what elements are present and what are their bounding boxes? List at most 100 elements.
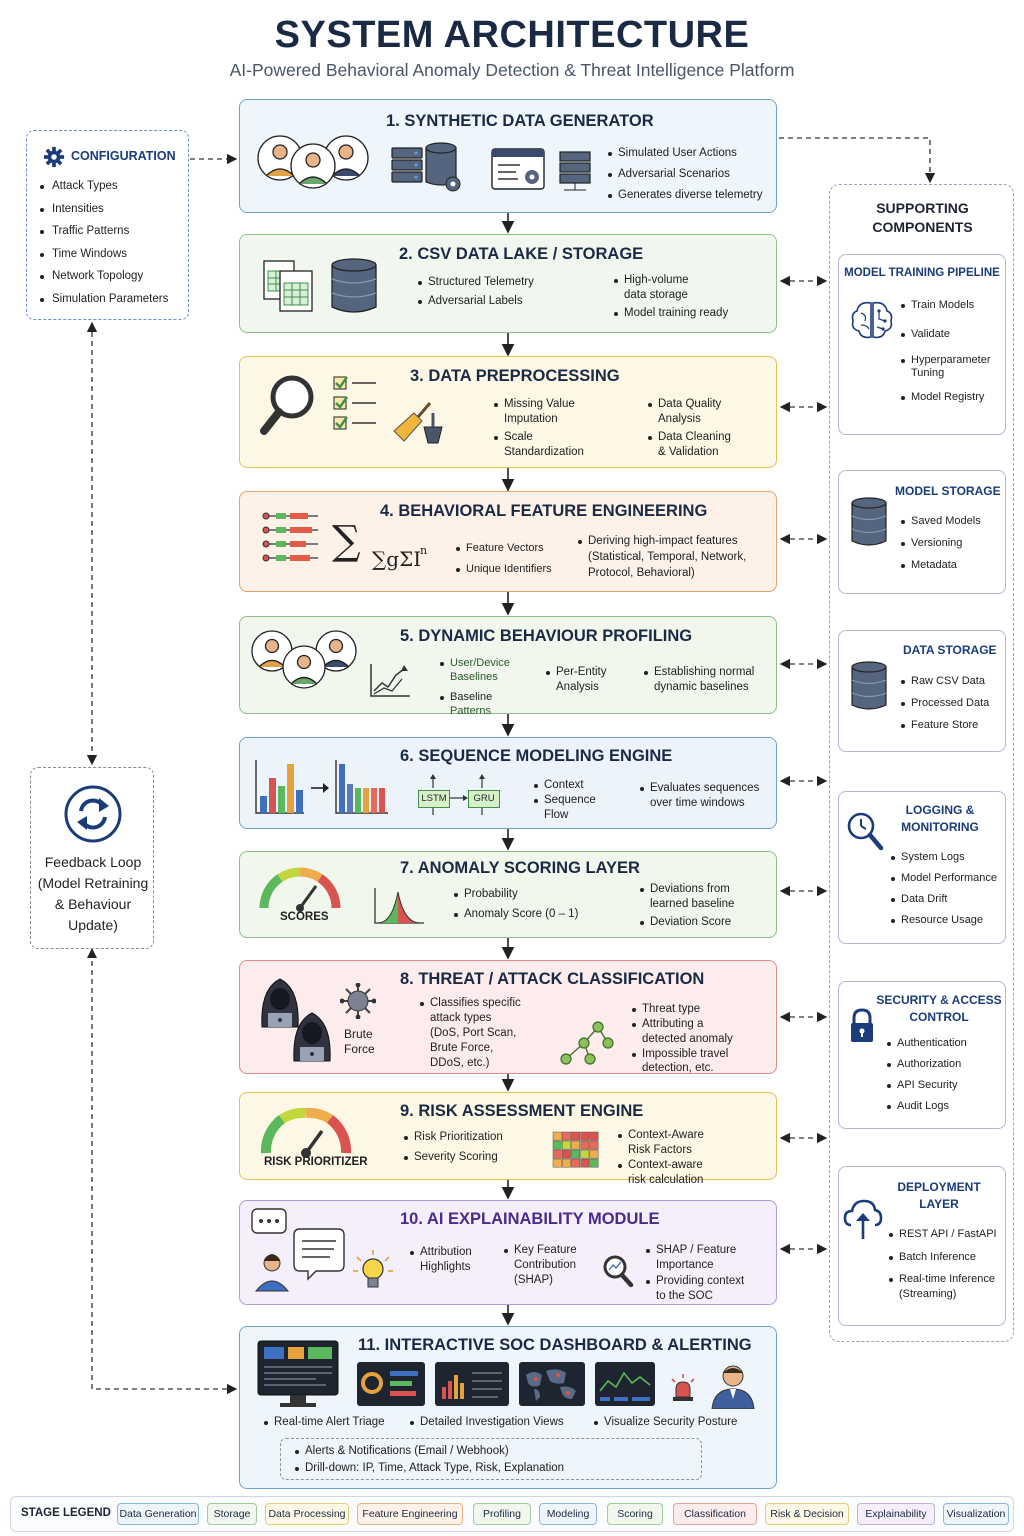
stage-item: Deviation Score [640,915,731,930]
stage-item: Data Quality [648,397,721,412]
stage-item: Classifies specific [420,996,521,1011]
stage-item: Sequence [534,793,596,808]
lightbulb-icon [353,1250,393,1288]
stage-item: Missing Value [494,397,575,412]
brute-force-label: Brute [344,1027,373,1041]
stage-title: 1. SYNTHETIC DATA GENERATOR [386,112,654,130]
legend-chip-storage: Storage [207,1503,257,1525]
stage-item: Patterns [450,705,491,717]
card-item: Authorization [887,1057,961,1072]
stage-item: Scale [494,430,533,445]
padlock-icon [851,1008,873,1042]
stage-synthetic-data-generator: 1. SYNTHETIC DATA GENERATOR Simulated Us… [239,99,777,213]
stage-item: Data Cleaning [648,430,731,445]
stage-item: risk calculation [628,1174,704,1186]
stage-item: SHAP / Feature [646,1243,736,1258]
card-title: DEPLOYMENT LAYER [869,1179,1009,1213]
stage-item: & Validation [658,446,719,458]
stage-item: Attributing a [632,1017,703,1032]
card-title-line: SECURITY & ACCESS [876,993,1002,1007]
stage-item: High-volume [614,273,689,288]
checklist-icon [333,376,376,430]
stage-item: learned baseline [650,898,735,910]
virus-icon [340,983,376,1019]
gru-block: GRU [468,790,500,808]
brain-circuit-icon [851,301,893,339]
legend-chip-classification: Classification [673,1503,757,1525]
broom-dustpan-icon [393,402,443,444]
risk-gauge-icon [260,1107,352,1157]
stage-item: Adversarial Labels [418,294,523,309]
stage-title: 4. BEHAVIORAL FEATURE ENGINEERING [380,502,708,520]
card-item: Feature Store [901,718,978,733]
stage-item: Key Feature [504,1243,577,1258]
stage-item: Threat type [632,1002,700,1017]
stage-item: Providing context [646,1274,744,1289]
stage-item: to the SOC [656,1290,713,1302]
stage-item: detection, etc. [642,1062,714,1074]
stage-item: Per-Entity [546,665,607,680]
card-item: API Security [887,1078,958,1093]
decision-tree-icon [560,1021,614,1065]
stage-soc-dashboard: 11. INTERACTIVE SOC DASHBOARD & ALERTING [239,1326,777,1489]
stage-item: (Statistical, Temporal, Network, [588,551,747,563]
magnifier-icon [603,1255,634,1288]
stage-item: Structured Telemetry [418,275,534,290]
stage-item: User/Device [440,656,510,671]
stage-title: 5. DYNAMIC BEHAVIOUR PROFILING [400,627,693,645]
card-title: DATA STORAGE [903,643,997,657]
stage-item: Establishing normal [644,665,754,680]
dashboard-feature: Detailed Investigation Views [410,1415,564,1430]
gauge-label: SCORES [280,911,329,923]
stage-behaviour-profiling: 5. DYNAMIC BEHAVIOUR PROFILING User/Devi… [239,616,777,717]
stage-item: Highlights [420,1261,471,1273]
stage-item: Importance [656,1259,714,1271]
card-item: Audit Logs [887,1099,949,1114]
card-title: LOGGING & MONITORING [861,802,1019,836]
legend-title: STAGE LEGEND [21,1507,111,1519]
stage-item: Context [534,778,584,793]
configuration-panel: CONFIGURATION Attack Types Intensities T… [26,130,189,320]
user-group-icon [257,135,369,189]
heatmap-cell [580,1140,590,1150]
database-icon [331,258,377,313]
feedback-line: & Behaviour [54,896,132,912]
arrow-right-icon [311,783,329,793]
heatmap-cell [561,1140,571,1150]
card-item: (Streaming) [899,1288,957,1300]
stage-sequence-modeling: 6. SEQUENCE MODELING ENGINE LSTM GRU Con… [239,737,777,829]
lstm-block: LSTM [418,790,450,808]
legend-chip-feature-engineering: Feature Engineering [357,1503,463,1525]
stage-item: data storage [624,289,688,301]
supporting-title: SUPPORTING [876,200,969,216]
heatmap-cell [552,1158,562,1168]
stage-item: Imputation [504,413,558,425]
stage-item: Evaluates sequences [640,781,759,796]
monitor-dashboard-icon [257,1340,339,1407]
config-item: Attack Types [39,175,168,198]
legend-chip-profiling: Profiling [473,1503,531,1525]
card-title: SECURITY & ACCESS CONTROL [869,992,1009,1026]
legend-chip-scoring: Scoring [607,1503,663,1525]
card-item: REST API / FastAPI [889,1227,997,1242]
feedback-line: (Model Retraining [37,875,149,891]
stage-item: Contribution [514,1259,577,1271]
stage-title: 3. DATA PREPROCESSING [410,367,620,385]
alarm-siren-icon [671,1374,695,1401]
stage-item: Context-Aware [618,1128,704,1143]
heatmap-cell [561,1149,571,1159]
bar-chart-icon [335,760,388,814]
stage-item: Simulated User Actions [608,146,737,161]
dashboard-panel-icon [357,1362,425,1406]
stage-item: (DoS, Port Scan, [430,1027,517,1039]
config-item: Simulation Parameters [39,288,168,311]
stage-item: Deviations from [640,882,730,897]
stage-item: Generates diverse telemetry [608,188,762,203]
chat-person-icon [251,1208,345,1292]
stage-item: Baseline [440,690,492,705]
stage-threat-classification: 8. THREAT / ATTACK CLASSIFICATION Brute … [239,960,777,1074]
card-title-line: CONTROL [909,1010,969,1024]
stage-item: Impossible travel [632,1047,728,1062]
card-item: Hyperparameter [901,353,990,368]
feedback-line: Feedback Loop [44,854,142,870]
